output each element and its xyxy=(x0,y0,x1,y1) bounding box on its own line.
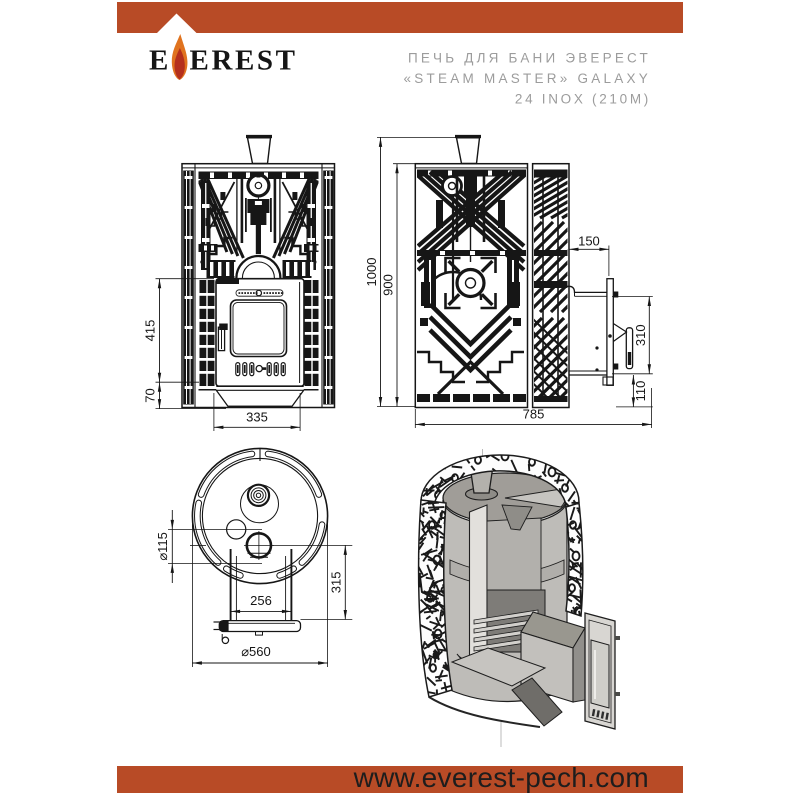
svg-text:110: 110 xyxy=(633,381,648,402)
svg-text:310: 310 xyxy=(633,324,648,346)
svg-text:⌀115: ⌀115 xyxy=(155,532,170,561)
svg-text:256: 256 xyxy=(250,593,272,608)
svg-text:www.everest-pech.com: www.everest-pech.com xyxy=(353,762,649,793)
svg-text:150: 150 xyxy=(578,233,600,248)
svg-text:785: 785 xyxy=(523,407,545,422)
svg-text:1000: 1000 xyxy=(364,258,379,287)
svg-text:900: 900 xyxy=(381,274,396,296)
svg-text:24 INOX (210М): 24 INOX (210М) xyxy=(515,92,651,107)
svg-text:ПЕЧЬ ДЛЯ БАНИ ЭВЕРЕСТ: ПЕЧЬ ДЛЯ БАНИ ЭВЕРЕСТ xyxy=(408,51,651,66)
svg-text:415: 415 xyxy=(142,320,157,342)
svg-text:EREST: EREST xyxy=(190,45,298,77)
svg-text:⌀560: ⌀560 xyxy=(241,644,271,659)
svg-text:315: 315 xyxy=(329,572,344,594)
svg-text:E: E xyxy=(149,45,168,77)
svg-text:335: 335 xyxy=(246,410,268,425)
svg-text:70: 70 xyxy=(142,388,157,402)
svg-text:«STEAM MASTER» GALAXY: «STEAM MASTER» GALAXY xyxy=(403,71,651,86)
